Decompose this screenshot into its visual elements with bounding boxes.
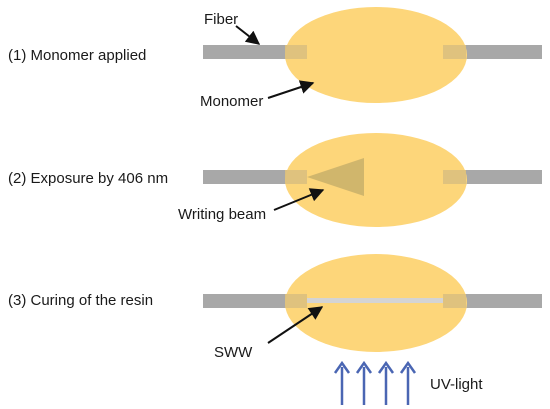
uv-light-arrows (333, 360, 417, 405)
uv-arrow (377, 360, 395, 405)
writing-beam-pointer-arrow (273, 188, 325, 211)
fiber-right-overlap (443, 294, 466, 308)
monomer-pointer-arrow (267, 80, 315, 99)
fiber-right (443, 170, 542, 184)
step-3: (3) Curing of the resin SWW UV-light (8, 254, 542, 405)
fiber-right-overlap (443, 45, 466, 59)
step-1: (1) Monomer applied Fiber Monomer (8, 7, 542, 110)
writing-beam-callout-label: Writing beam (178, 206, 266, 223)
fiber-right (443, 294, 542, 308)
fiber-right (443, 45, 542, 59)
step-2: (2) Exposure by 406 nm Writing beam (8, 133, 542, 227)
step-2-label: (2) Exposure by 406 nm (8, 170, 168, 187)
fiber-left-overlap (285, 170, 307, 184)
step-3-label: (3) Curing of the resin (8, 292, 153, 309)
fiber-callout-label: Fiber (204, 11, 238, 28)
writing-beam-cone (307, 158, 364, 196)
sww-pointer-arrow (267, 306, 324, 344)
uv-arrow (333, 360, 351, 405)
fiber-pointer-arrow (235, 25, 261, 45)
uv-arrow (399, 360, 417, 405)
fiber-right-overlap (443, 170, 466, 184)
sww-waveguide (307, 298, 443, 303)
fiber-left-overlap (285, 294, 307, 308)
fiber-left (203, 45, 307, 59)
step-1-label: (1) Monomer applied (8, 47, 146, 64)
monomer-callout-label: Monomer (200, 93, 263, 110)
fiber-left (203, 294, 307, 308)
uv-light-callout-label: UV-light (430, 376, 483, 393)
sww-callout-label: SWW (214, 344, 253, 361)
uv-arrow (355, 360, 373, 405)
fiber-left-overlap (285, 45, 307, 59)
monomer-droplet (285, 7, 467, 103)
monomer-droplet (285, 133, 467, 227)
fiber-left (203, 170, 307, 184)
